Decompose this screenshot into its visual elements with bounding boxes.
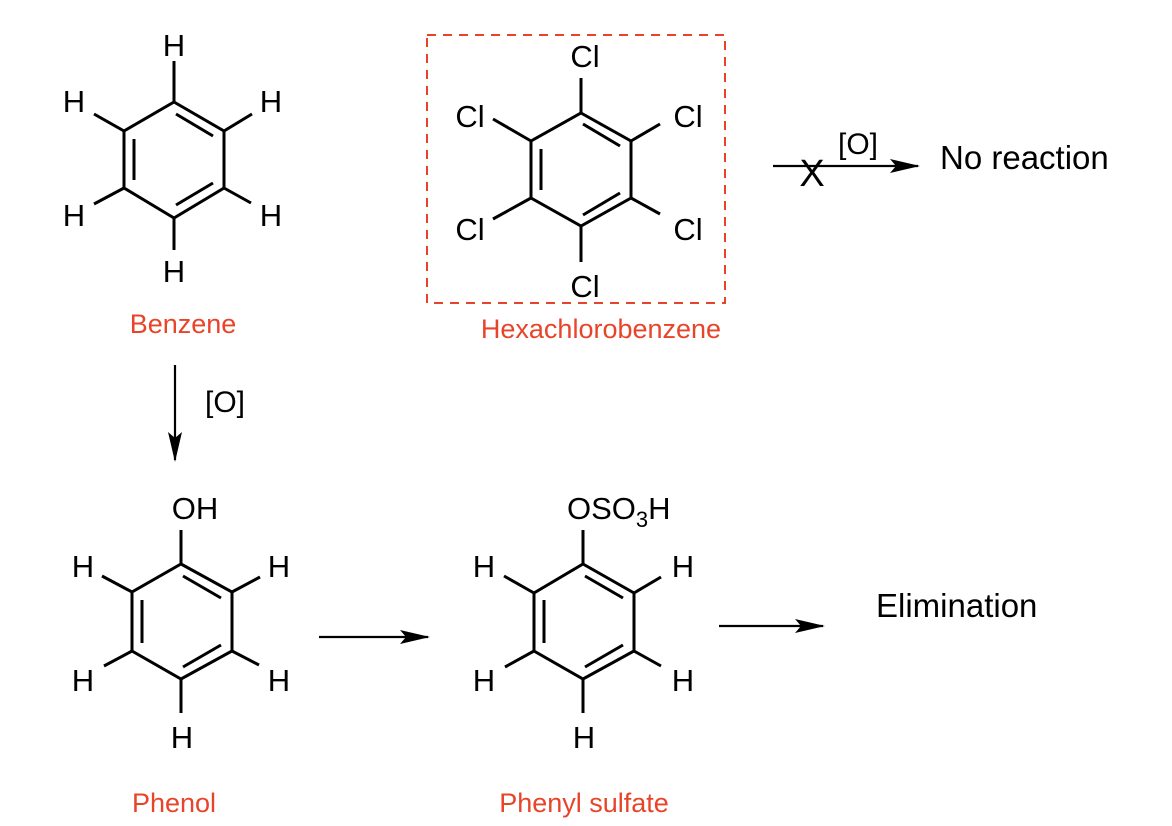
bond [503, 574, 535, 595]
atom-h: H [268, 663, 290, 698]
atom-cl: Cl [570, 269, 599, 304]
atom-h: H [260, 198, 282, 233]
bond [223, 112, 253, 133]
benzene-structure: H H H H H H Benzene [63, 28, 282, 339]
no-reaction-text: No reaction [940, 139, 1109, 176]
atom-cl: Cl [673, 212, 702, 247]
sulfate-group-main: OSO [567, 491, 636, 526]
atom-h: H [63, 84, 85, 119]
phenol-structure: OH H H H H H Phenol [72, 491, 290, 818]
blocked-x-mark: X [799, 153, 824, 195]
atom-h: H [72, 549, 94, 584]
hexachlorobenzene-ring [529, 111, 633, 228]
benzene-label: Benzene [130, 309, 237, 339]
sulfate-subscript: 3 [636, 507, 648, 532]
atom-h: H [268, 549, 290, 584]
phenyl-sulfate-structure: OSO3H H H H H H Phenyl sulfate [473, 491, 694, 818]
atom-h: H [672, 549, 694, 584]
atom-h: H [473, 663, 495, 698]
atom-cl: Cl [673, 99, 702, 134]
atom-h: H [72, 663, 94, 698]
bond [231, 575, 261, 594]
atom-cl: Cl [455, 212, 484, 247]
bond [492, 196, 532, 221]
bond [223, 186, 252, 205]
highlight-box [426, 34, 726, 304]
bond [103, 649, 133, 668]
bond [630, 196, 661, 216]
sulfate-group: OSO3H [567, 491, 671, 532]
phenyl-sulfate-ring [532, 562, 636, 681]
benzene-ring [122, 100, 226, 220]
atom-h: H [163, 28, 185, 63]
hydroxyl-group: OH [172, 491, 219, 526]
phenol-label: Phenol [132, 788, 216, 818]
phenyl-sulfate-label: Phenyl sulfate [499, 788, 669, 818]
atom-cl: Cl [570, 39, 599, 74]
bond [231, 649, 260, 667]
bond [633, 649, 662, 668]
atom-h: H [163, 254, 185, 289]
bond [93, 112, 125, 133]
sulfate-group-tail: H [648, 491, 670, 526]
hexachlorobenzene-structure: Cl Cl Cl Cl Cl Cl Hexachlorobenzene [426, 34, 726, 344]
bond [630, 122, 661, 143]
atom-cl: Cl [455, 99, 484, 134]
blocked-reaction-arrow: X [O] [773, 128, 920, 195]
oxidation-arrow: [O] [168, 365, 245, 462]
atom-h: H [672, 663, 694, 698]
bond [492, 117, 532, 143]
atom-h: H [260, 84, 282, 119]
bond [504, 649, 535, 669]
atom-h: H [63, 198, 85, 233]
hexachlorobenzene-label: Hexachlorobenzene [481, 314, 721, 344]
elimination-text: Elimination [876, 587, 1037, 624]
phenol-ring [130, 562, 234, 681]
atom-h: H [573, 720, 595, 755]
oxidation-reagent-label: [O] [205, 386, 245, 419]
bond [101, 574, 133, 594]
bond [633, 575, 662, 595]
atom-h: H [473, 549, 495, 584]
bond [93, 186, 125, 206]
atom-h: H [171, 720, 193, 755]
oxidation-reagent-label: [O] [838, 128, 878, 161]
